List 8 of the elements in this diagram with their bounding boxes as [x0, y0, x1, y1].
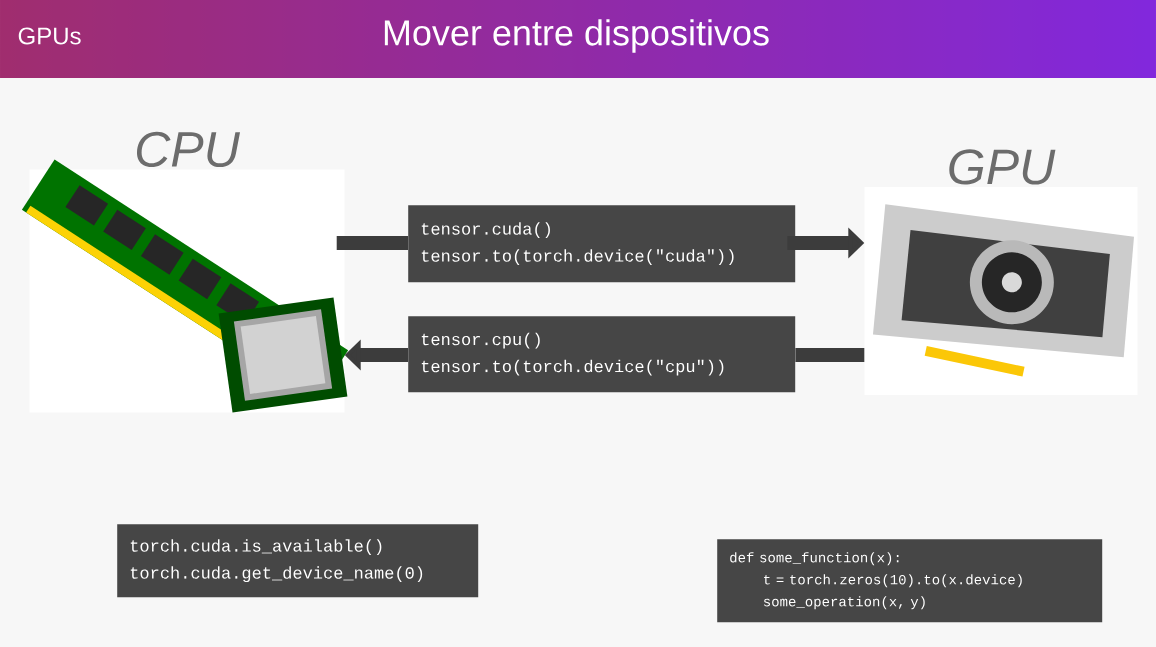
code-box: tensor.cuda() tensor.to(torch.device("cuda")): [408, 205, 796, 283]
code-box: torch.cuda.is_available() torch.cuda.get_device_name(0): [117, 524, 479, 598]
section-label: GPUs: [18, 27, 81, 45]
code-box: def some_function(x): t = torch.zeros(10).to(x.device) some_operation(x, y): [717, 539, 1103, 623]
node-label: CPU: [136, 131, 241, 168]
slide-title: Mover entre dispositivos: [384, 19, 769, 53]
code-box: tensor.cpu() tensor.to(torch.device("cpu")): [408, 316, 796, 393]
node-label: GPU: [949, 149, 1056, 185]
